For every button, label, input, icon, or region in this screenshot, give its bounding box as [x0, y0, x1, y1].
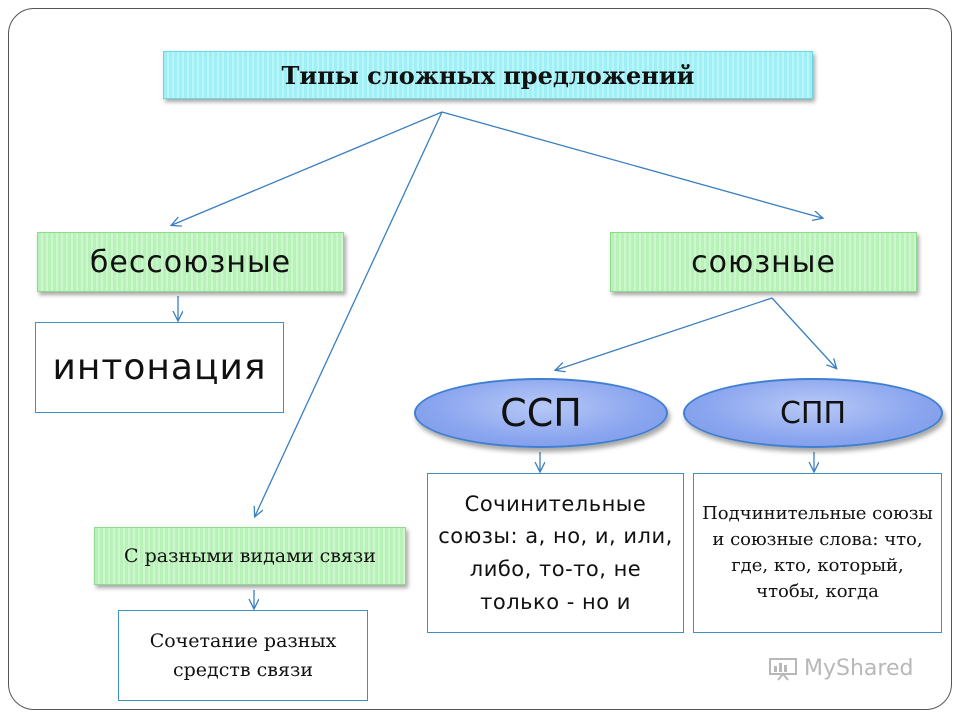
- intonaciya-box: интонация: [35, 322, 284, 413]
- bessoyuznye-label: бессоюзные: [89, 244, 292, 280]
- soyuznye-box: союзные: [610, 232, 917, 292]
- ssp-ellipse: ССП: [414, 378, 668, 448]
- spp-label: СПП: [779, 395, 847, 431]
- sochetanie-box: Сочетание разных средств связи: [118, 610, 368, 701]
- spp-detail-text: Подчинительные союзы и союзные слова: чт…: [702, 502, 933, 603]
- arrow-to-raznye: [255, 111, 443, 516]
- arrow-to-ssp: [556, 297, 773, 370]
- ssp-detail-text: Сочинительные союзы: а, но, и, или, либо…: [438, 491, 673, 614]
- presentation-icon: [769, 657, 797, 681]
- raznye-box: С разными видами связи: [94, 527, 406, 585]
- spp-detail-box: Подчинительные союзы и союзные слова: чт…: [693, 473, 942, 633]
- spp-ellipse: СПП: [683, 378, 943, 448]
- soyuznye-label: союзные: [691, 244, 836, 280]
- ssp-label: ССП: [500, 391, 582, 435]
- title-box: Типы сложных предложений: [163, 51, 813, 99]
- myshared-logo: MyShared: [768, 656, 913, 681]
- title-text: Типы сложных предложений: [281, 60, 695, 90]
- bessoyuznye-box: бессоюзные: [37, 232, 344, 292]
- arrow-to-soyuznye: [441, 111, 822, 218]
- arrow-to-spp: [771, 297, 836, 368]
- sochetanie-text: Сочетание разных средств связи: [149, 630, 337, 681]
- myshared-text: MyShared: [804, 656, 914, 681]
- raznye-label: С разными видами связи: [124, 544, 376, 567]
- arrow-to-bessoyuznye: [172, 111, 443, 225]
- intonaciya-text: интонация: [52, 347, 267, 388]
- ssp-detail-box: Сочинительные союзы: а, но, и, или, либо…: [427, 473, 684, 633]
